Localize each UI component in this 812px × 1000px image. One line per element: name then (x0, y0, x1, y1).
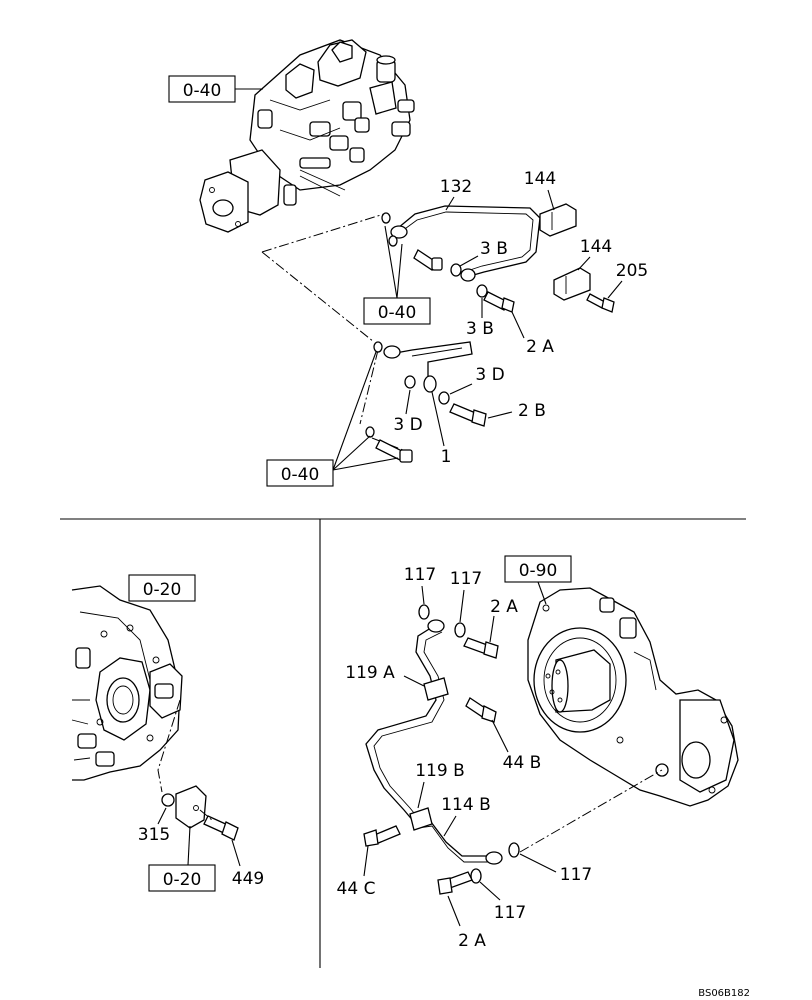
reference-label: 0-40 (281, 465, 320, 485)
callout-315: 315 (138, 825, 170, 845)
reference-box-left-bottom: 0-20 (148, 825, 216, 892)
centerline-lower (359, 349, 379, 425)
reference-label: 0-40 (183, 81, 222, 101)
callout-119b: 119 B (415, 761, 465, 781)
centerline-upper (261, 251, 375, 343)
callout-117-c: 117 (560, 865, 592, 885)
washers-117 (418, 604, 520, 884)
callout-44c: 44 C (337, 879, 376, 899)
pipe-clamp-144-upper (539, 203, 577, 237)
reference-box-pump: 0-40 (168, 75, 263, 103)
cover-plate (161, 785, 207, 829)
engine-block-illustration (71, 585, 183, 781)
callout-132: 132 (440, 177, 472, 197)
callout-117-a: 117 (404, 565, 436, 585)
reference-label: 0-20 (143, 580, 182, 600)
centerline-left-bolt (199, 809, 213, 821)
eye-bolt-lower (365, 426, 413, 463)
pipe-119a (365, 619, 449, 823)
bolt-44c (363, 825, 401, 847)
bolt-2a-right-top (463, 637, 499, 659)
reference-label: 0-20 (163, 870, 202, 890)
callout-205: 205 (616, 261, 648, 281)
callout-449: 449 (232, 869, 264, 889)
callout-2b: 2 B (518, 401, 546, 421)
callouts-right: 117 117 2 A 119 A 44 B 119 B 114 B 44 C … (337, 565, 593, 951)
bolt-2a-right-bot (437, 871, 473, 895)
gear-case-illustration (527, 587, 739, 807)
centerline-upper-2 (261, 213, 385, 253)
callout-2a: 2 A (526, 337, 554, 357)
pipe-114b (409, 807, 503, 865)
centerline-right (519, 769, 663, 853)
callout-3b-upper: 3 B (480, 239, 508, 259)
reference-box-right: 0-90 (504, 555, 572, 605)
reference-box-left-top: 0-20 (128, 574, 196, 602)
reference-label: 0-40 (378, 303, 417, 323)
callouts-left: 315 449 (138, 807, 264, 889)
washers-3b (381, 212, 488, 298)
eye-bolt-upper (413, 249, 443, 271)
reference-label: 0-90 (519, 561, 558, 581)
callout-3d-lower: 3 D (393, 415, 422, 435)
injection-pump-illustration (199, 39, 415, 233)
bolt-449 (203, 815, 239, 841)
bolt-2a (483, 291, 515, 313)
fuel-pipe-132 (390, 205, 541, 282)
callout-119a: 119 A (345, 663, 395, 683)
bolt-2b (449, 403, 487, 427)
washers-3d (373, 341, 450, 405)
reference-box-mid: 0-40 (363, 225, 431, 325)
reference-box-bottom: 0-40 (266, 351, 399, 487)
bolt-205 (586, 293, 615, 313)
callout-2a-right-top: 2 A (490, 597, 518, 617)
centerline-left (157, 699, 181, 793)
callout-44b: 44 B (503, 753, 542, 773)
callout-114b: 114 B (441, 795, 491, 815)
bolt-44b (465, 697, 497, 723)
callout-2a-right-bot: 2 A (458, 931, 486, 951)
pipe-clamp-144-lower (553, 267, 591, 301)
callouts-top: 132 144 144 205 3 B 3 B 2 A 3 D 3 D 2 B … (393, 169, 648, 467)
callout-1: 1 (441, 447, 452, 467)
callout-144-lower: 144 (580, 237, 612, 257)
callout-3d-upper: 3 D (475, 365, 504, 385)
figure-code: BS06B182 (698, 988, 750, 999)
callout-3b-lower: 3 B (466, 319, 494, 339)
fuel-pipe-1 (383, 341, 473, 393)
callout-144-upper: 144 (524, 169, 556, 189)
callout-117-d: 117 (494, 903, 526, 923)
callout-117-b: 117 (450, 569, 482, 589)
